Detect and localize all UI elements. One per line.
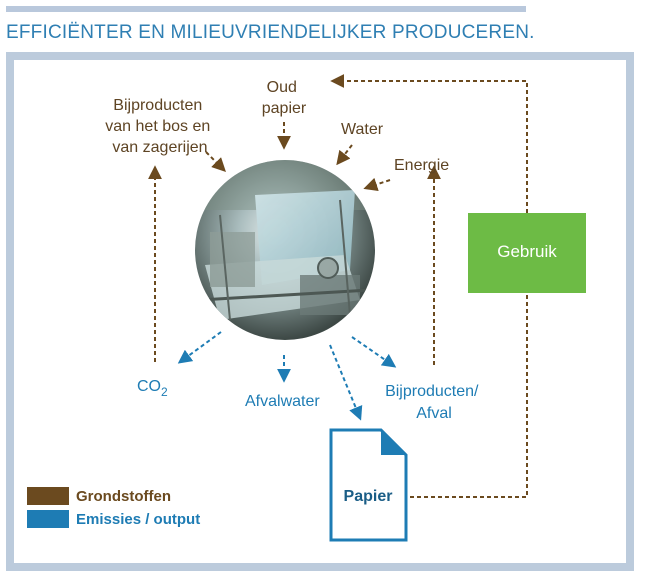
arrow-to-co2	[177, 331, 222, 364]
arrow-gebruik-to-oud-papier	[330, 74, 528, 213]
label-bijproducten-afval: Bijproducten/ Afval	[385, 383, 483, 422]
label-water: Water	[341, 121, 384, 138]
arrow-to-bijproducten-afval	[351, 336, 397, 368]
arrow-papier-to-gebruik	[410, 293, 528, 498]
papier-label: Papier	[344, 488, 393, 505]
arrow-water	[336, 144, 353, 166]
legend-emissies: Emissies / output	[76, 511, 200, 528]
arrow-bijproducten-bos	[205, 151, 226, 172]
label-energie: Energie	[394, 157, 449, 174]
arrow-energie	[363, 177, 391, 192]
legend: Grondstoffen Emissies / output	[27, 487, 200, 528]
papier-document-icon: Papier	[329, 428, 408, 542]
label-oud-papier: Oud papier	[262, 79, 307, 117]
legend-swatch-blue	[27, 510, 69, 528]
paper-machine-photo	[195, 160, 375, 340]
page-title: EFFICIËNTER EN MILIEUVRIENDELIJKER PRODU…	[6, 22, 535, 43]
top-rule	[6, 6, 526, 12]
gebruik-label: Gebruik	[497, 242, 557, 261]
arrow-to-papier	[329, 344, 363, 421]
gebruik-box: Gebruik	[468, 213, 586, 293]
label-bijproducten-bos: Bijproducten van het bos en van zagerije…	[105, 97, 214, 156]
label-afvalwater: Afvalwater	[245, 393, 320, 410]
legend-grondstoffen: Grondstoffen	[76, 488, 171, 505]
label-co2: CO2	[137, 378, 168, 399]
legend-swatch-brown	[27, 487, 69, 505]
